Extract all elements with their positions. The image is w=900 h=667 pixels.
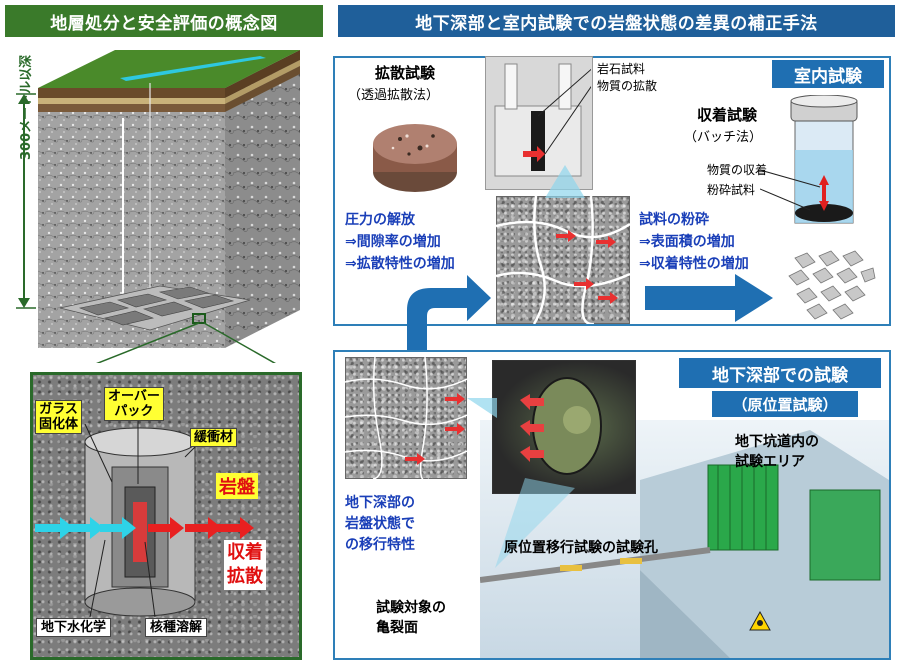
- sorption-test-method: （バッチ法）: [684, 130, 763, 145]
- crushing-line-1: 試料の粉砕: [639, 212, 709, 228]
- sorption-diffusion-label: 収着 拡散: [224, 540, 266, 590]
- groundwater-chemistry-label: 地下水化学: [36, 618, 112, 637]
- zoom-cone-lab: [545, 165, 585, 198]
- fracture-surface-label: 試験対象の 亀裂面: [376, 600, 446, 636]
- right-header: 地下深部と室内試験での岩盤状態の差異の補正手法: [338, 5, 895, 37]
- vial-callout-lines: [760, 169, 821, 211]
- glass-waste-label: ガラス 固化体: [35, 400, 83, 434]
- deep-test-badge: 地下深部での試験: [679, 358, 881, 388]
- lab-test-badge: 室内試験: [772, 60, 884, 88]
- rock-disc-sample: [373, 124, 457, 192]
- diffusion-test-method: （透過拡散法）: [348, 88, 440, 103]
- core-illustration: [520, 377, 602, 475]
- diffusion-callout: 物質の拡散: [597, 79, 658, 93]
- rock-label: 岩盤: [216, 473, 258, 499]
- batch-vial-illustration: [790, 95, 858, 224]
- depth-label: 300メートル以深: [19, 54, 34, 160]
- crushing-line-3: ⇒収着特性の増加: [639, 256, 749, 272]
- sorption-test-title: 収着試験: [697, 106, 758, 124]
- deep-migration-line-3: の移行特性: [345, 537, 415, 553]
- pressure-release-line-3: ⇒拡散特性の増加: [345, 256, 455, 272]
- tunnel-area-label: 地下坑道内の 試験エリア: [735, 434, 819, 470]
- zoom-cone-borehole: [495, 478, 575, 568]
- in-situ-test-badge: （原位置試験）: [712, 391, 858, 417]
- tunnel-scene-illustration: [480, 430, 889, 658]
- crushed-grains: [788, 250, 876, 320]
- diffusion-test-title: 拡散試験: [375, 64, 436, 82]
- buffer-label: 緩衝材: [190, 428, 238, 447]
- rock-sample-callout: 岩石試料: [597, 62, 646, 76]
- in-situ-fractures: [345, 357, 467, 479]
- borehole-label: 原位置移行試験の試験孔: [504, 540, 658, 556]
- fracture-lines: [496, 196, 630, 324]
- repository-block-illustration: [16, 50, 300, 363]
- pressure-release-line-2: ⇒間隙率の増加: [345, 234, 441, 250]
- pressure-release-line-1: 圧力の解放: [345, 212, 415, 228]
- barrier-cylinder-illustration: [35, 417, 254, 618]
- sorption-callout: 物質の収着: [707, 163, 768, 177]
- deep-migration-line-2: 岩盤状態で: [345, 516, 415, 532]
- deep-migration-line-1: 地下深部の: [345, 495, 415, 511]
- diffusion-cell-illustration: [494, 63, 591, 177]
- overpack-label: オーバー パック: [104, 387, 164, 421]
- nuclide-dissolution-label: 核種溶解: [145, 618, 208, 637]
- left-header: 地層処分と安全評価の概念図: [5, 5, 323, 37]
- fractured-rock-sample: [496, 196, 630, 324]
- crushing-line-2: ⇒表面積の増加: [639, 234, 735, 250]
- zoom-cone-insitu: [467, 398, 497, 418]
- process-arrows: [407, 274, 773, 355]
- crushed-sample-callout: 粉砕試料: [707, 183, 756, 197]
